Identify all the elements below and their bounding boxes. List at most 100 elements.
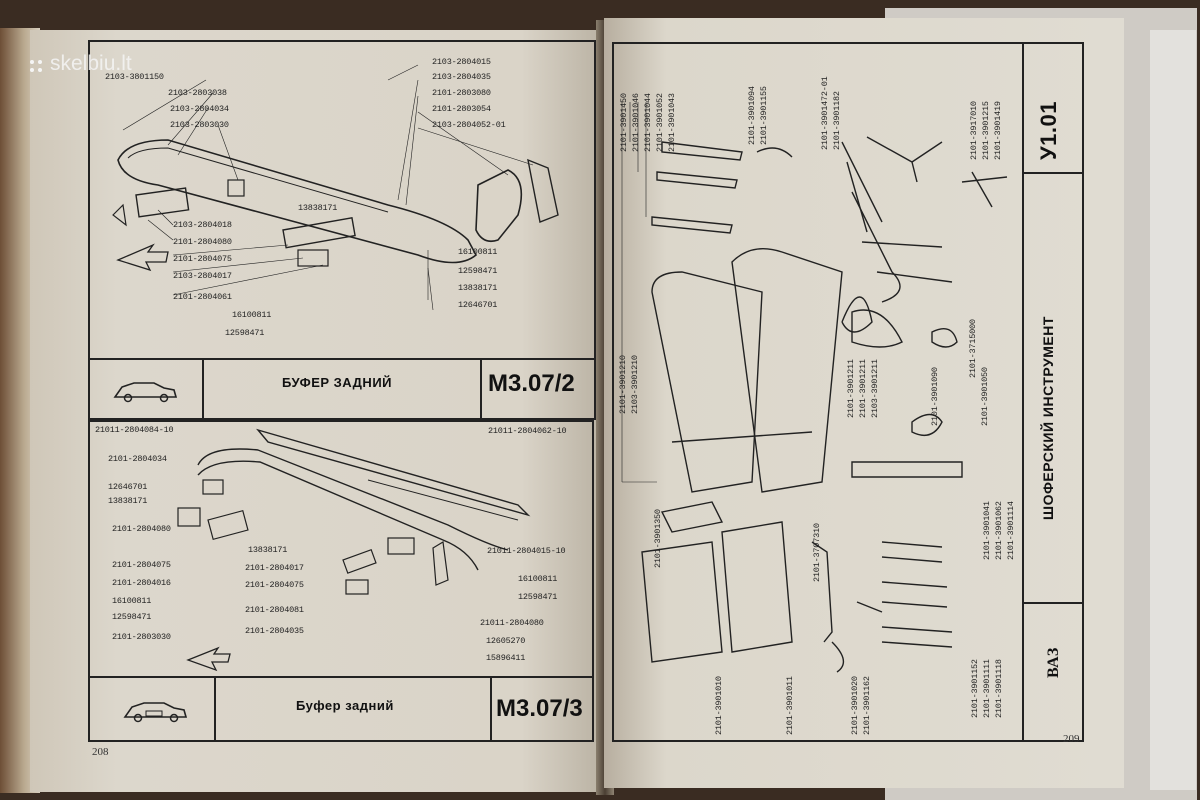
right-title-divider-top (1022, 172, 1084, 174)
top-title-divider (88, 358, 596, 360)
part-label: 2101-3901419 (993, 101, 1003, 160)
part-label: 2101-3901182 (832, 91, 842, 150)
vaz-logo: ВАЗ (1045, 647, 1062, 678)
right-page (604, 18, 1124, 788)
part-label: 2101-3901046 (631, 93, 641, 152)
watermark-text: skelbiu.lt (50, 52, 132, 75)
part-label: 2101-2804016 (112, 578, 171, 588)
part-label: 2101-3707310 (812, 523, 822, 582)
part-label: 15896411 (486, 653, 526, 663)
part-label: 2101-3901350 (653, 509, 663, 568)
part-label: 2101-3901044 (643, 93, 653, 152)
part-label: 12598471 (518, 592, 558, 602)
part-label: 2101-3901162 (862, 676, 872, 735)
right-page-number: 209 (1063, 733, 1080, 745)
part-label: 13838171 (298, 203, 338, 213)
part-label: 2101-3901050 (980, 367, 990, 426)
bottom-title-col1 (214, 676, 216, 742)
rear-bumper-exploded-drawing-2 (177, 428, 531, 672)
part-label: 2101-3901114 (1006, 501, 1016, 560)
part-label: 21011-2804080 (480, 618, 544, 628)
top-title-col2 (480, 358, 482, 420)
part-label: 12598471 (458, 266, 498, 276)
part-label: 2101-2804017 (245, 563, 304, 573)
part-label: 2101-3917010 (969, 101, 979, 160)
watermark-logo-icon (30, 60, 42, 72)
part-label: 2103-2803030 (170, 120, 229, 130)
part-label: 2103-3901210 (630, 355, 640, 414)
part-label: 12646701 (108, 482, 148, 492)
top-diagram-code: М3.07/2 (488, 370, 575, 397)
part-label: 2103-2804015 (432, 57, 491, 67)
bottom-title-col2 (490, 676, 492, 742)
top-diagram-title: БУФЕР ЗАДНИЙ (282, 375, 393, 390)
driver-tools-drawing (621, 102, 1008, 673)
part-label: 12598471 (112, 612, 152, 622)
part-label: 2101-3901210 (618, 355, 628, 414)
part-label: 2101-3901152 (970, 659, 980, 718)
part-label: 2103-3801150 (105, 72, 164, 82)
book-cover-edge (1150, 30, 1196, 790)
bottom-title-divider (88, 676, 594, 678)
part-label: 2101-2803080 (432, 88, 491, 98)
part-label: 2101-3901215 (981, 101, 991, 160)
part-label: 21011-2804062-10 (488, 426, 567, 436)
right-page-title: ШОФЕРСКИЙ ИНСТРУМЕНТ (1040, 316, 1056, 520)
part-label: 2101-3715000 (968, 319, 978, 378)
left-page (30, 30, 608, 792)
part-label: 2101-2803030 (112, 632, 171, 642)
part-label: 2101-3901052 (655, 93, 665, 152)
part-label: 2101-2804035 (245, 626, 304, 636)
part-label: 2101-2804075 (173, 254, 232, 264)
bottom-diagram-title: Буфер задний (296, 698, 394, 713)
bottom-diagram-code: М3.07/3 (496, 695, 583, 722)
part-label: 2101-2804081 (245, 605, 304, 615)
part-label: 12605270 (486, 636, 526, 646)
sedan-car-icon (113, 382, 178, 403)
part-label: 2103-2804018 (173, 220, 232, 230)
part-label: 2101-3901090 (930, 367, 940, 426)
part-label: 21011-2804084-10 (95, 425, 174, 435)
part-label: 2101-3901211 (846, 359, 856, 418)
part-label: 12598471 (225, 328, 265, 338)
part-label: 2101-2804075 (245, 580, 304, 590)
part-label: 16100811 (458, 247, 498, 257)
left-page-number: 208 (92, 746, 109, 758)
part-label: 13838171 (108, 496, 148, 506)
part-label: 16100811 (112, 596, 152, 606)
part-label: 2103-2803038 (168, 88, 227, 98)
part-label: 2101-3901472-01 (820, 76, 830, 150)
part-label: 2101-3901011 (785, 676, 795, 735)
part-label: 2101-3901118 (994, 659, 1004, 718)
sedan-car-icon-2 (123, 702, 188, 723)
part-label: 2101-3901020 (850, 676, 860, 735)
part-label: 2103-2804052-01 (432, 120, 506, 130)
part-label: 2103-2804017 (173, 271, 232, 281)
bottom-diagram-frame (88, 420, 594, 742)
right-diagram-frame (612, 42, 1084, 742)
part-label: 2101-3901043 (667, 93, 677, 152)
part-label: 2101-2804075 (112, 560, 171, 570)
part-label: 2101-3901111 (982, 659, 992, 718)
part-label: 2101-3901041 (982, 501, 992, 560)
part-label: 2101-3901062 (994, 501, 1004, 560)
part-label: 13838171 (248, 545, 288, 555)
part-label: 2101-2804080 (112, 524, 171, 534)
top-title-col1 (202, 358, 204, 420)
part-label: 2101-3901094 (747, 86, 757, 145)
part-label: 2101-2803054 (432, 104, 491, 114)
part-label: 16100811 (518, 574, 558, 584)
part-label: 13838171 (458, 283, 498, 293)
part-label: 2101-3901211 (858, 359, 868, 418)
part-label: 2101-3901450 (619, 93, 629, 152)
part-label: 2101-2804080 (173, 237, 232, 247)
rear-bumper-exploded-drawing (112, 64, 559, 311)
right-page-code: У1.01 (1036, 100, 1061, 160)
top-diagram-frame (88, 40, 596, 420)
part-label: 2103-2804035 (432, 72, 491, 82)
part-label: 16100811 (232, 310, 272, 320)
right-title-divider-bottom (1022, 602, 1084, 604)
part-label: 12646701 (458, 300, 498, 310)
part-label: 2103-2804034 (170, 104, 229, 114)
